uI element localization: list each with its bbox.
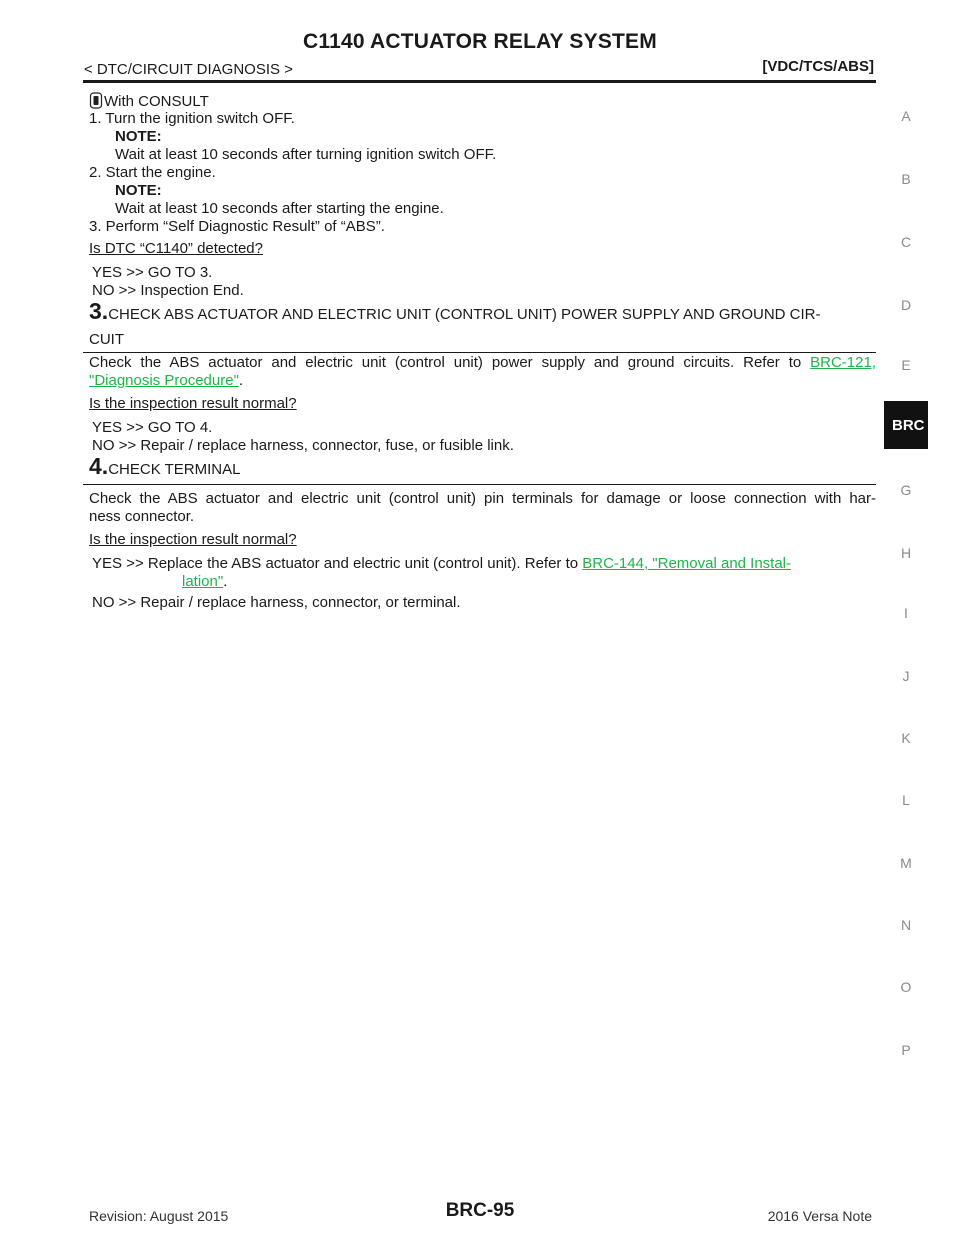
answer-text: YES >> Replace the ABS actuator and elec… (92, 555, 579, 572)
index-letter[interactable]: H (900, 545, 912, 561)
index-letter[interactable]: I (904, 605, 908, 621)
answer-no: NO >> Inspection End. (92, 282, 244, 299)
step-heading-text: CHECK ABS ACTUATOR AND ELECTRIC UNIT (CO… (108, 306, 821, 323)
reference-link[interactable]: "Diagnosis Procedure" (89, 372, 239, 389)
answer-yes: YES >> GO TO 3. (92, 264, 213, 281)
reference-link[interactable]: BRC-121, (810, 354, 876, 371)
model-name: 2016 Versa Note (767, 1208, 872, 1224)
question-inspection: Is the inspection result normal? (89, 395, 297, 412)
note-1: Wait at least 10 seconds after turning i… (115, 146, 497, 163)
page-number: BRC-95 (445, 1200, 515, 1221)
answer-no: NO >> Repair / replace harness, connecto… (92, 437, 514, 454)
answer-yes: YES >> GO TO 4. (92, 419, 213, 436)
index-letter[interactable]: K (901, 730, 911, 746)
period: . (223, 573, 228, 590)
step-heading-3: 3.CHECK ABS ACTUATOR AND ELECTRIC UNIT (… (89, 300, 876, 324)
step-1: 1. Turn the ignition switch OFF. (89, 110, 295, 127)
paragraph-cont: "Diagnosis Procedure". (89, 372, 243, 390)
reference-link[interactable]: lation" (182, 573, 224, 590)
consult-label: With CONSULT (104, 93, 209, 110)
step-2: 2. Start the engine. (89, 164, 216, 181)
step-divider (83, 484, 876, 485)
consult-line: With CONSULT (89, 92, 209, 111)
header-divider (83, 80, 876, 83)
consult-device-icon (89, 92, 103, 109)
paragraph: Check the ABS actuator and electric unit… (89, 354, 876, 372)
index-letter[interactable]: O (900, 979, 912, 995)
index-letter[interactable]: G (900, 482, 912, 498)
page-title: C1140 ACTUATOR RELAY SYSTEM (303, 30, 657, 53)
question-inspection: Is the inspection result normal? (89, 531, 297, 548)
index-letter[interactable]: N (900, 917, 912, 933)
answer-no: NO >> Repair / replace harness, connecto… (92, 594, 461, 611)
index-letter[interactable]: E (901, 357, 911, 373)
index-letter[interactable]: M (900, 855, 912, 871)
revision-date: Revision: August 2015 (89, 1208, 229, 1224)
note-label: NOTE: (115, 182, 162, 199)
answer-yes: YES >> Replace the ABS actuator and elec… (92, 555, 791, 573)
index-letter[interactable]: J (902, 668, 910, 684)
question-dtc: Is DTC “C1140” detected? (89, 240, 263, 257)
reference-link[interactable]: BRC-144, "Removal and Instal- (582, 555, 792, 572)
step-heading-4: 4.CHECK TERMINAL (89, 455, 876, 479)
index-letter[interactable]: P (901, 1042, 911, 1058)
note-label: NOTE: (115, 128, 162, 145)
paragraph-cont: ness connector. (89, 508, 195, 525)
period: . (238, 372, 244, 389)
paragraph-text: Check the ABS actuator and electric unit… (89, 354, 802, 371)
step-3: 3. Perform “Self Diagnostic Result” of “… (89, 218, 385, 235)
index-letter[interactable]: C (900, 234, 912, 250)
system-label: [VDC/TCS/ABS] (762, 58, 874, 75)
step-number: 3. (89, 298, 109, 324)
step-number: 4. (89, 453, 109, 479)
index-letter[interactable]: L (902, 792, 910, 808)
step-divider (83, 352, 876, 353)
answer-yes-cont: lation". (182, 573, 227, 591)
paragraph: Check the ABS actuator and electric unit… (89, 490, 876, 507)
note-2: Wait at least 10 seconds after starting … (115, 200, 444, 217)
index-tab-active[interactable]: BRC (884, 401, 928, 449)
index-letter[interactable]: B (901, 171, 911, 187)
index-letter[interactable]: D (900, 297, 912, 313)
step-heading-text: CHECK TERMINAL (108, 461, 241, 478)
step-heading-text-cont: CUIT (89, 331, 124, 348)
index-letter[interactable]: A (901, 108, 911, 124)
section-label: < DTC/CIRCUIT DIAGNOSIS > (84, 61, 293, 78)
